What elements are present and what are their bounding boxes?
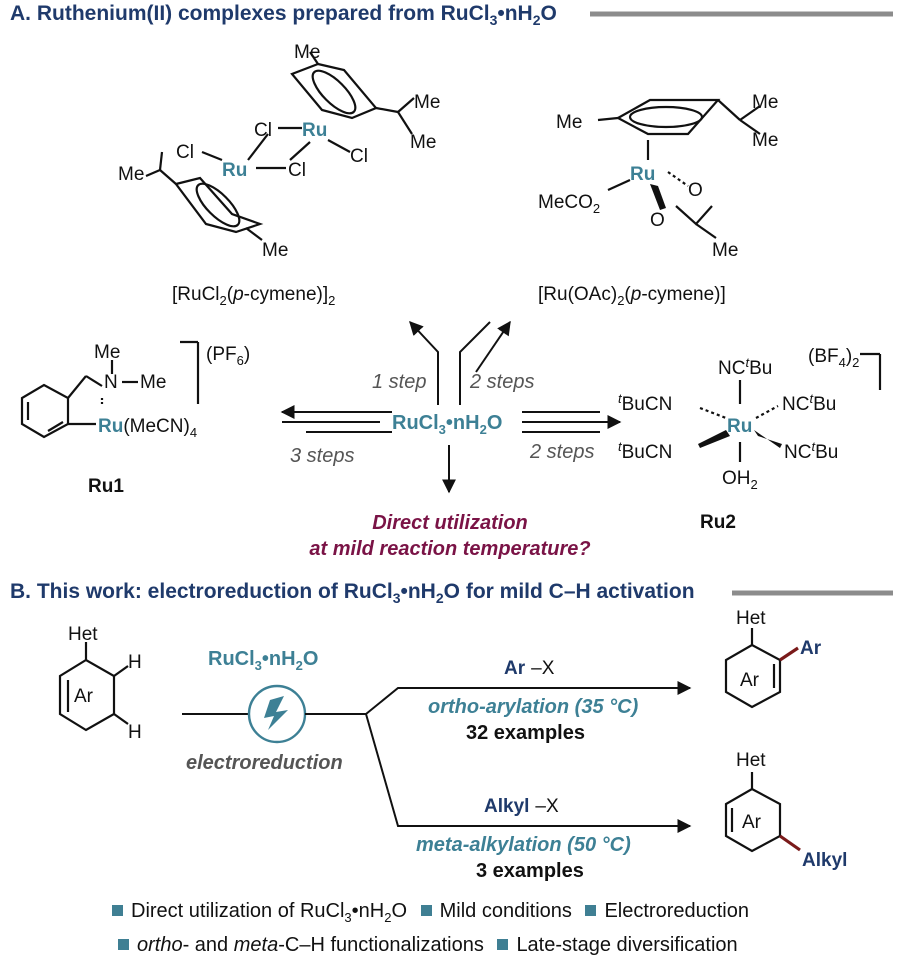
ru2-counterion: (BF4)2	[808, 346, 859, 370]
dimer-me-right2: Me	[410, 132, 436, 153]
ru2-tbucn-top: tBuCN	[618, 391, 672, 415]
bullet-icon	[585, 905, 597, 917]
reagent-bottom: Alkyl–X	[484, 796, 559, 817]
highlights-line-2: ortho- and meta-C–H functionalizations L…	[118, 934, 738, 957]
step-3: 3 steps	[290, 445, 354, 467]
product-ortho-sub: Ar	[800, 638, 822, 659]
dimer-cl-left: Cl	[176, 142, 194, 163]
product-ortho-ar: Ar	[740, 670, 760, 691]
dimer-ru-top: Ru	[302, 120, 327, 141]
acetate-ru: Ru	[630, 164, 655, 185]
acetate-me-right: Me	[752, 130, 778, 151]
bullet-icon	[420, 905, 432, 917]
dimer-me-bottom: Me	[262, 240, 288, 261]
method-label: electroreduction	[186, 752, 343, 774]
product-meta-sub: Alkyl	[802, 850, 847, 871]
highlights-line-1: Direct utilization of RuCl3•nH2O Mild co…	[112, 900, 749, 925]
acetate-me-bottom: Me	[712, 240, 738, 261]
ru1-structure	[20, 340, 200, 439]
dimer-me-left: Me	[118, 164, 144, 185]
sm-h-top: H	[128, 652, 142, 673]
question-text: Direct utilization at mild reaction temp…	[309, 512, 591, 560]
dimer-name: [RuCl2(p-cymene)]2	[172, 284, 336, 308]
ru1-ru-mecn: Ru(MeCN)4	[98, 416, 197, 440]
dimer-cl-top: Cl	[254, 120, 272, 141]
meta-bond	[779, 834, 801, 852]
product-ortho	[724, 628, 782, 709]
ortho-bond	[779, 646, 799, 662]
sm-h-bottom: H	[128, 722, 142, 743]
product-ortho-het: Het	[736, 608, 766, 629]
ru1-label: Ru1	[88, 476, 124, 497]
dimer-cl-bottom: Cl	[288, 160, 306, 181]
sm-arene	[58, 642, 129, 732]
dimer-ru-bottom: Ru	[222, 160, 247, 181]
dimer-me-top: Me	[294, 42, 320, 63]
ru1-counterion: (PF6)	[206, 344, 250, 368]
section-b-title: B. This work: electroreduction of RuCl3•…	[10, 580, 695, 607]
ru2-nctbu-top: NCtBu	[718, 355, 772, 379]
split-arrow	[182, 681, 692, 833]
ru2-ru: Ru	[727, 416, 752, 437]
acetate-me-left: Me	[556, 112, 582, 133]
meta-examples: 3 examples	[476, 860, 584, 882]
ru1-me-top: Me	[94, 342, 120, 363]
central-reagent: RuCl3•nH2O	[392, 412, 503, 437]
bullet-icon	[112, 905, 123, 917]
product-meta-ar: Ar	[742, 812, 762, 833]
section-a-title: A. Ruthenium(II) complexes prepared from…	[10, 2, 557, 29]
meta-reaction: meta-alkylation (50 °C)	[416, 834, 631, 856]
bullet-icon	[497, 939, 509, 951]
sm-ar: Ar	[74, 686, 94, 707]
step-2-right: 2 steps	[529, 441, 594, 463]
ru2-nctbu-right2: NCtBu	[784, 439, 838, 463]
acetate-name: [Ru(OAc)2(p-cymene)]	[538, 284, 726, 308]
acetate-me-top: Me	[752, 92, 778, 113]
ortho-examples: 32 examples	[466, 722, 585, 744]
reaction-arrows	[280, 320, 622, 494]
product-meta-het: Het	[736, 750, 766, 771]
step-2-top: 2 steps	[469, 371, 534, 393]
acetate-meco2: MeCO2	[538, 192, 600, 216]
ru2-nctbu-right1: NCtBu	[782, 391, 836, 415]
catalyst-label: RuCl3•nH2O	[208, 648, 319, 673]
dimer-cl-right: Cl	[350, 146, 368, 167]
dimer-structure	[145, 51, 415, 241]
ru2-label: Ru2	[700, 512, 736, 533]
ru2-structure	[698, 352, 882, 462]
reagent-top: Ar–X	[504, 658, 555, 679]
bullet-icon	[118, 939, 129, 951]
acetate-o2: O	[650, 210, 665, 231]
ortho-reaction: ortho-arylation (35 °C)	[428, 696, 639, 718]
lightning-icon	[264, 696, 288, 730]
ru1-n: N	[104, 372, 118, 393]
step-1: 1 step	[372, 371, 426, 393]
product-meta	[724, 772, 782, 853]
acetate-structure	[597, 98, 761, 239]
ru1-me-right: Me	[140, 372, 166, 393]
dimer-me-right1: Me	[414, 92, 440, 113]
ru2-oh2: OH2	[722, 468, 758, 492]
acetate-o1: O	[688, 180, 703, 201]
ru2-tbucn-bottom: tBuCN	[618, 439, 672, 463]
sm-het: Het	[68, 624, 98, 645]
